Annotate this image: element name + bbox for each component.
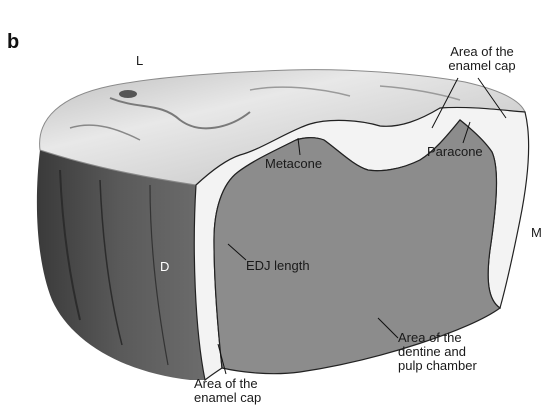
distal-side-surface <box>37 150 205 380</box>
enamel-cap-bottom-label: Area of the enamel cap <box>194 377 261 405</box>
paracone-label: Paracone <box>427 145 483 159</box>
occlusal-pit <box>119 90 137 98</box>
enamel-cap-top-label: Area of the enamel cap <box>432 45 532 73</box>
edj-length-label: EDJ length <box>246 259 310 273</box>
metacone-label: Metacone <box>265 157 322 171</box>
distal-label: D <box>160 260 169 274</box>
mesial-label: M <box>531 226 542 240</box>
panel-letter: b <box>7 32 19 52</box>
lingual-label: L <box>136 54 143 68</box>
dentine-pulp-label: Area of the dentine and pulp chamber <box>398 331 477 373</box>
